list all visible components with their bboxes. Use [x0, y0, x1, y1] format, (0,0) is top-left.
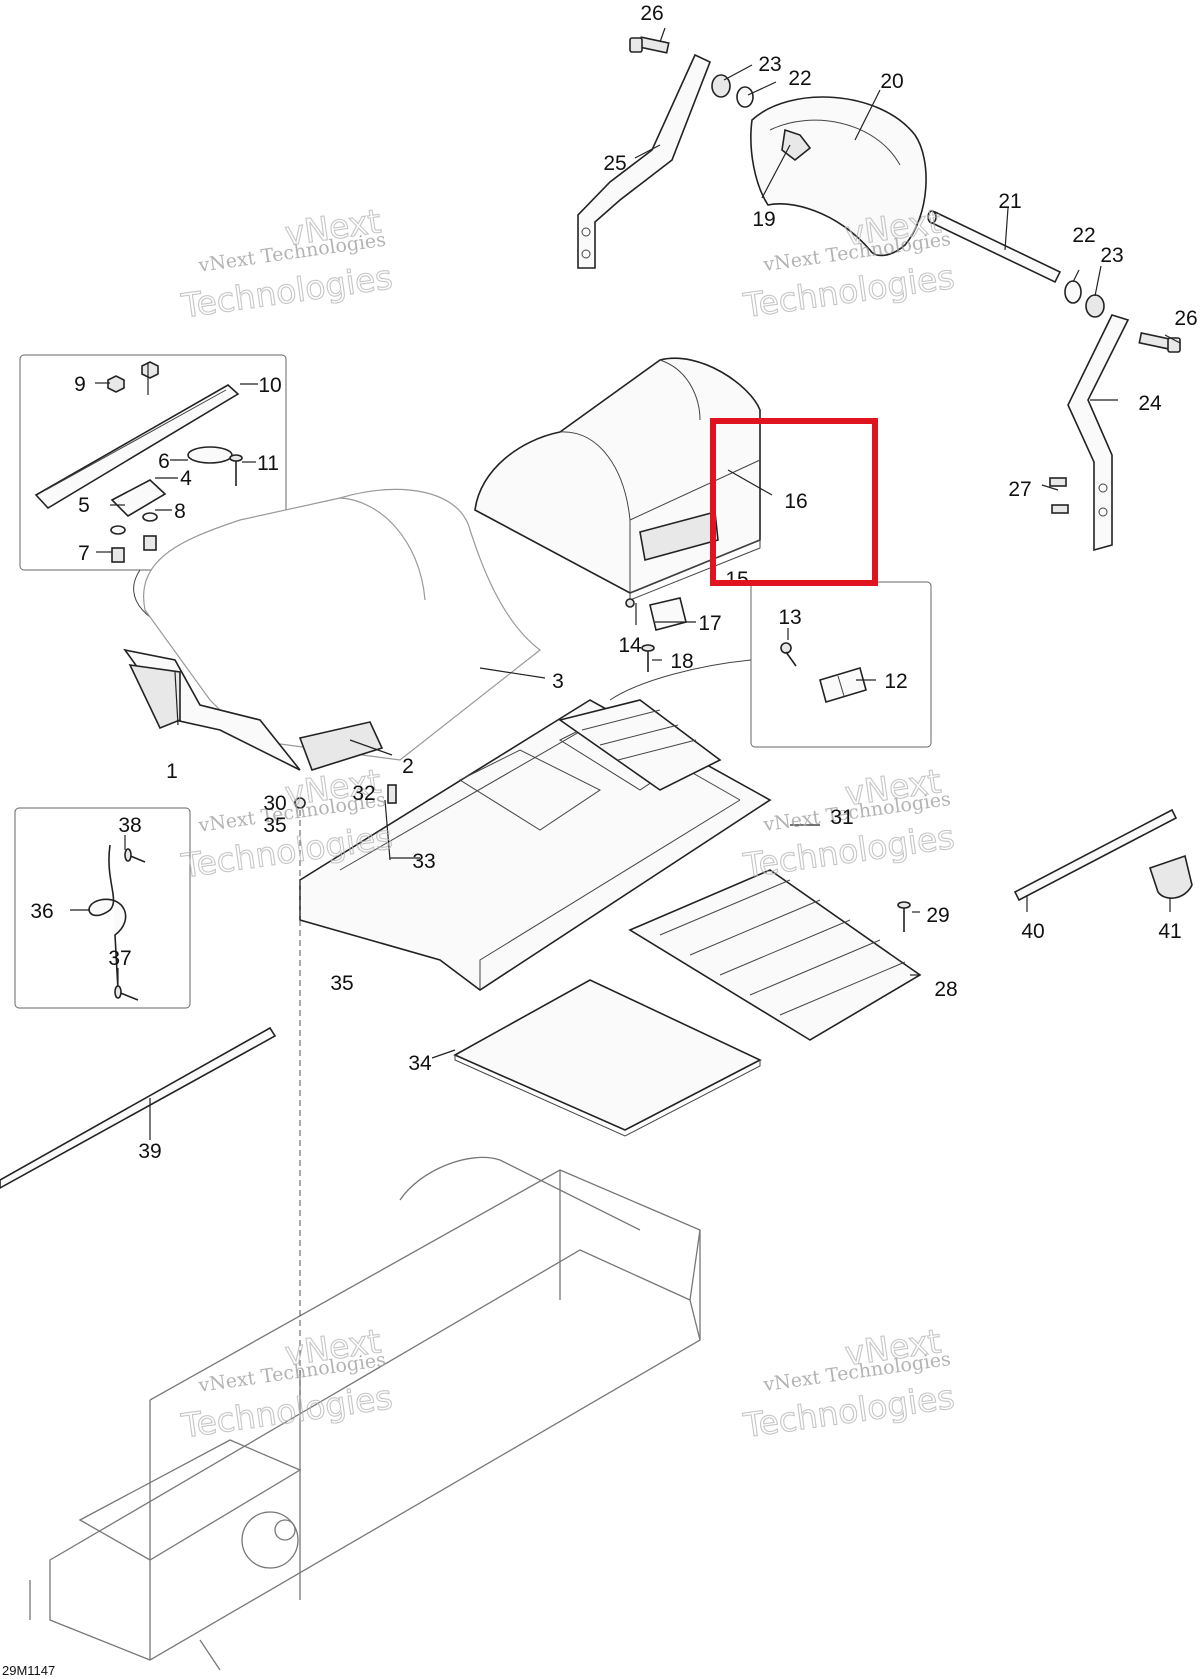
callout-2: 2: [402, 755, 414, 778]
washer-22-top: [736, 86, 754, 108]
callout-38: 38: [118, 814, 141, 837]
callout-5: 5: [78, 494, 90, 517]
callout-30: 30: [263, 792, 286, 815]
watermark-bottom-left: vNext Technologies Technologies vNext: [178, 1321, 395, 1446]
callout-22: 22: [788, 67, 811, 90]
callout-23-right: 23: [1100, 244, 1123, 267]
latch-plate-10: [34, 384, 240, 510]
bolt-26-right: [1138, 332, 1181, 353]
callout-17: 17: [698, 612, 721, 635]
callout-7: 7: [78, 542, 90, 565]
floor-panel-28: [628, 869, 922, 1041]
callout-35-lower: 35: [330, 972, 353, 995]
watermark-bottom-right: vNext Technologies Technologies vNext: [740, 1321, 957, 1446]
callout-40: 40: [1021, 920, 1044, 943]
callout-4: 4: [180, 467, 192, 490]
callout-29: 29: [926, 904, 949, 927]
callout-32: 32: [352, 782, 375, 805]
callout-28: 28: [934, 978, 957, 1001]
callout-15: 15: [725, 568, 748, 591]
rivet-29: [897, 901, 911, 932]
callout-37: 37: [108, 947, 131, 970]
callout-25: 25: [603, 152, 626, 175]
rivet-38: [124, 848, 146, 863]
trim-strip-39: [0, 1026, 277, 1189]
nut-9-right: [141, 361, 159, 379]
end-cap-41: [1148, 854, 1193, 899]
callout-39: 39: [138, 1140, 161, 1163]
callout-10: 10: [258, 374, 281, 397]
callout-34: 34: [408, 1052, 432, 1075]
nut-9-left: [107, 375, 125, 393]
callout-21: 21: [998, 190, 1021, 213]
callout-35: 35: [263, 814, 286, 837]
callout-41: 41: [1158, 920, 1181, 943]
backrest-cushion: [750, 96, 927, 257]
washer-8-a: [110, 525, 126, 535]
callout-18: 18: [670, 650, 693, 673]
callout-14: 14: [618, 634, 642, 657]
callout-12: 12: [884, 670, 907, 693]
callout-1: 1: [166, 760, 178, 783]
rivet-18: [641, 644, 655, 672]
seat-trim-1: [128, 664, 181, 730]
diagram-code: 29M1147: [2, 1663, 55, 1678]
callout-23: 23: [758, 53, 781, 76]
rivet-11: [229, 454, 243, 486]
callout-36: 36: [30, 900, 53, 923]
foam-pad-34: [453, 979, 762, 1137]
callout-9: 9: [74, 373, 86, 396]
tether-cable-36: [88, 844, 127, 991]
rivet-37: [114, 985, 139, 1001]
callout-22-right: 22: [1072, 224, 1095, 247]
highlight-box-part-16: [710, 418, 878, 586]
cable-loop-6: [187, 446, 233, 464]
backrest-bracket-right: [1067, 314, 1130, 552]
spacer-23-right: [1085, 294, 1105, 318]
fastener-30: [294, 797, 306, 809]
callout-26: 26: [640, 2, 663, 25]
trim-strip-40: [1013, 808, 1178, 902]
backrest-bracket-left: [577, 53, 712, 269]
callout-24: 24: [1138, 392, 1162, 415]
passenger-seat-box: [474, 357, 761, 601]
callout-6: 6: [158, 450, 170, 473]
callout-26-right: 26: [1174, 307, 1197, 330]
hinge-12: [819, 666, 867, 704]
fastener-32: [387, 784, 397, 804]
latch-5: [110, 479, 167, 518]
inset-leader-hinge: [609, 659, 752, 701]
callout-19: 19: [752, 208, 775, 231]
bolt-7-a: [111, 547, 125, 563]
fastener-14: [625, 598, 635, 608]
rack-slats: [558, 699, 722, 791]
screw-13: [780, 642, 797, 667]
callout-27: 27: [1008, 478, 1031, 501]
hinge-bracket-17: [649, 597, 687, 631]
callout-20: 20: [880, 70, 903, 93]
washer-22-right: [1064, 280, 1082, 304]
bolt-26-top: [629, 36, 670, 54]
backrest-rod: [927, 210, 1062, 284]
callout-11: 11: [257, 452, 279, 475]
screws-27: [1049, 477, 1069, 514]
callout-33: 33: [412, 850, 435, 873]
callout-8: 8: [174, 500, 186, 523]
bolt-7-b: [143, 535, 157, 551]
watermark-top-left: vNext Technologies Technologies vNext: [178, 201, 395, 326]
washer-8-b: [142, 512, 158, 522]
chassis-frame: [29, 1156, 701, 1671]
spacer-23-top: [711, 74, 731, 98]
callout-31: 31: [830, 806, 853, 829]
callout-13: 13: [778, 606, 801, 629]
callout-16: 16: [784, 490, 807, 513]
leader-lines: [70, 27, 1181, 1140]
callout-3: 3: [552, 670, 564, 693]
